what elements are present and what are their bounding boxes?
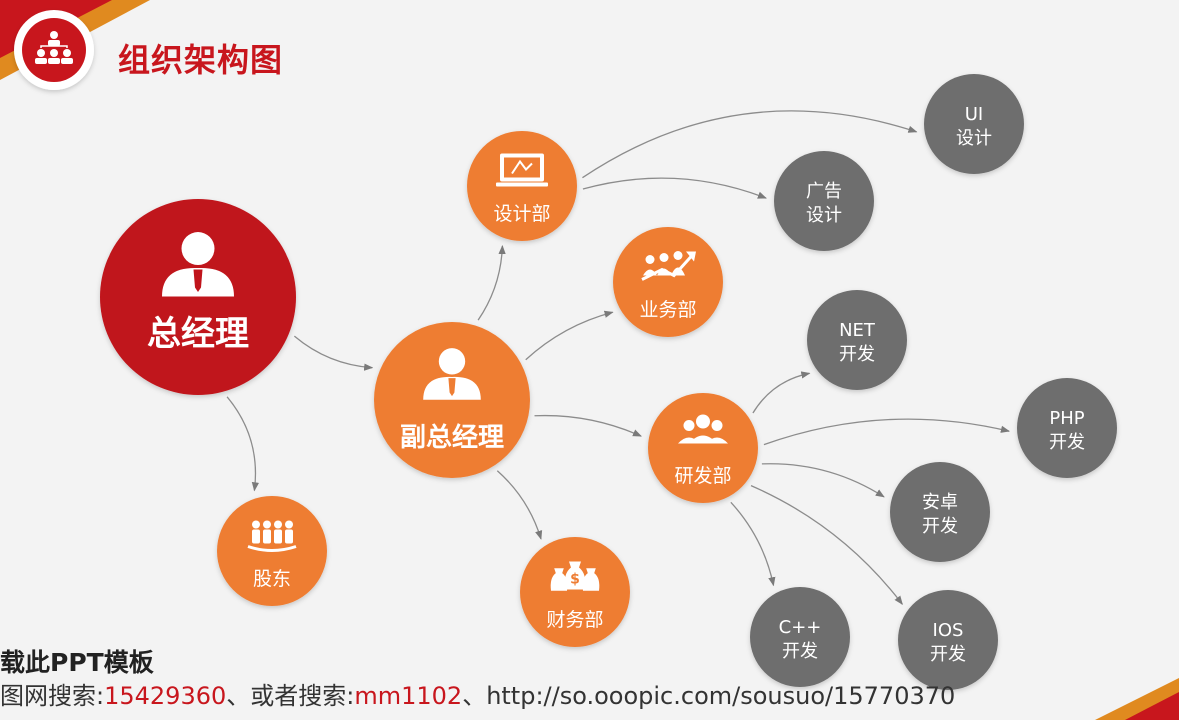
node-label-ios-line1: IOS	[933, 620, 964, 641]
node-label-rd: 研发部	[674, 465, 731, 487]
node-design: 设计部	[467, 131, 577, 241]
growth-team-icon	[641, 251, 696, 281]
corner-decoration-bottom-right	[1095, 678, 1179, 720]
connector-design-to-ui	[582, 110, 918, 179]
search-id: 15429360	[104, 682, 227, 710]
node-label-android-line2: 开发	[922, 516, 958, 537]
node-label-ad-line2: 设计	[806, 205, 842, 226]
connector-vp-to-design	[477, 244, 506, 321]
node-circle-android	[890, 462, 990, 562]
node-business: 业务部	[613, 227, 723, 337]
node-circle-php	[1017, 378, 1117, 478]
download-notice: 载此PPT模板	[0, 648, 154, 677]
search-keyword: mm1102	[354, 682, 463, 710]
node-layer: 总经理副总经理股东设计部业务部研发部$财务部UI设计广告设计NET开发PHP开发…	[100, 74, 1117, 690]
node-label-android-line1: 安卓	[922, 492, 958, 513]
node-label-gm: 总经理	[147, 314, 249, 354]
node-label-business: 业务部	[639, 299, 696, 321]
node-circle-cpp	[750, 587, 850, 687]
connector-vp-to-finance	[496, 470, 543, 540]
node-label-ad-line1: 广告	[806, 181, 842, 202]
connector-gm-to-vp	[293, 335, 374, 371]
search-notice: 图网搜索:15429360、或者搜索:mm1102、http://so.ooop…	[0, 676, 955, 711]
search-mid: 、或者搜索:	[226, 682, 355, 710]
connector-layer	[226, 110, 1010, 605]
search-separator: 、	[462, 682, 487, 710]
node-label-ui-line1: UI	[965, 104, 983, 125]
node-label-design: 设计部	[493, 203, 550, 225]
connector-vp-to-business	[525, 310, 614, 361]
connector-rd-to-android	[761, 463, 885, 498]
manager-icon	[423, 348, 481, 400]
page-title: 组织架构图	[118, 41, 284, 79]
connector-rd-to-net	[752, 371, 811, 414]
node-circle-ui	[924, 74, 1024, 174]
svg-text:$: $	[570, 572, 580, 588]
connector-rd-to-php	[763, 418, 1010, 446]
money-bags-icon: $	[550, 561, 600, 591]
node-finance: $ 财务部	[520, 537, 630, 647]
node-label-ui-line2: 设计	[956, 128, 992, 149]
node-shareholder: 股东	[217, 496, 327, 606]
node-label-php-line2: 开发	[1049, 432, 1085, 453]
node-label-finance: 财务部	[546, 609, 603, 631]
node-rd: 研发部	[648, 393, 758, 503]
connector-design-to-ad	[582, 177, 767, 199]
node-label-vp: 副总经理	[400, 422, 504, 453]
node-circle-business	[613, 227, 723, 337]
node-label-cpp-line1: C++	[779, 617, 822, 638]
node-circle-ios	[898, 590, 998, 690]
node-ui: UI 设计	[924, 74, 1024, 174]
node-gm: 总经理	[100, 199, 296, 395]
node-label-shareholder: 股东	[253, 568, 291, 590]
manager-icon	[162, 232, 234, 297]
team-icon	[678, 414, 728, 444]
node-net: NET 开发	[807, 290, 907, 390]
node-circle-rd	[648, 393, 758, 503]
org-chart-icon	[14, 10, 94, 90]
node-circle-ad	[774, 151, 874, 251]
node-label-ios-line2: 开发	[930, 644, 966, 665]
connector-gm-to-shareholder	[226, 396, 260, 492]
connector-vp-to-rd	[534, 414, 642, 437]
search-prefix: 图网搜索:	[0, 682, 105, 710]
node-ios: IOS 开发	[898, 590, 998, 690]
node-circle-gm	[100, 199, 296, 395]
shareholders-icon	[247, 520, 297, 552]
node-circle-vp	[374, 322, 530, 478]
search-url[interactable]: http://so.ooopic.com/sousuo/15770370	[486, 682, 956, 710]
node-label-net-line2: 开发	[839, 344, 875, 365]
computer-design-icon	[496, 153, 548, 187]
connector-rd-to-cpp	[730, 501, 776, 587]
node-label-cpp-line2: 开发	[782, 641, 818, 662]
connector-rd-to-ios	[750, 485, 903, 605]
node-vp: 副总经理	[374, 322, 530, 478]
node-circle-net	[807, 290, 907, 390]
node-cpp: C++ 开发	[750, 587, 850, 687]
node-label-net-line1: NET	[839, 320, 876, 341]
node-php: PHP 开发	[1017, 378, 1117, 478]
node-label-php-line1: PHP	[1049, 408, 1084, 429]
node-circle-finance	[520, 537, 630, 647]
